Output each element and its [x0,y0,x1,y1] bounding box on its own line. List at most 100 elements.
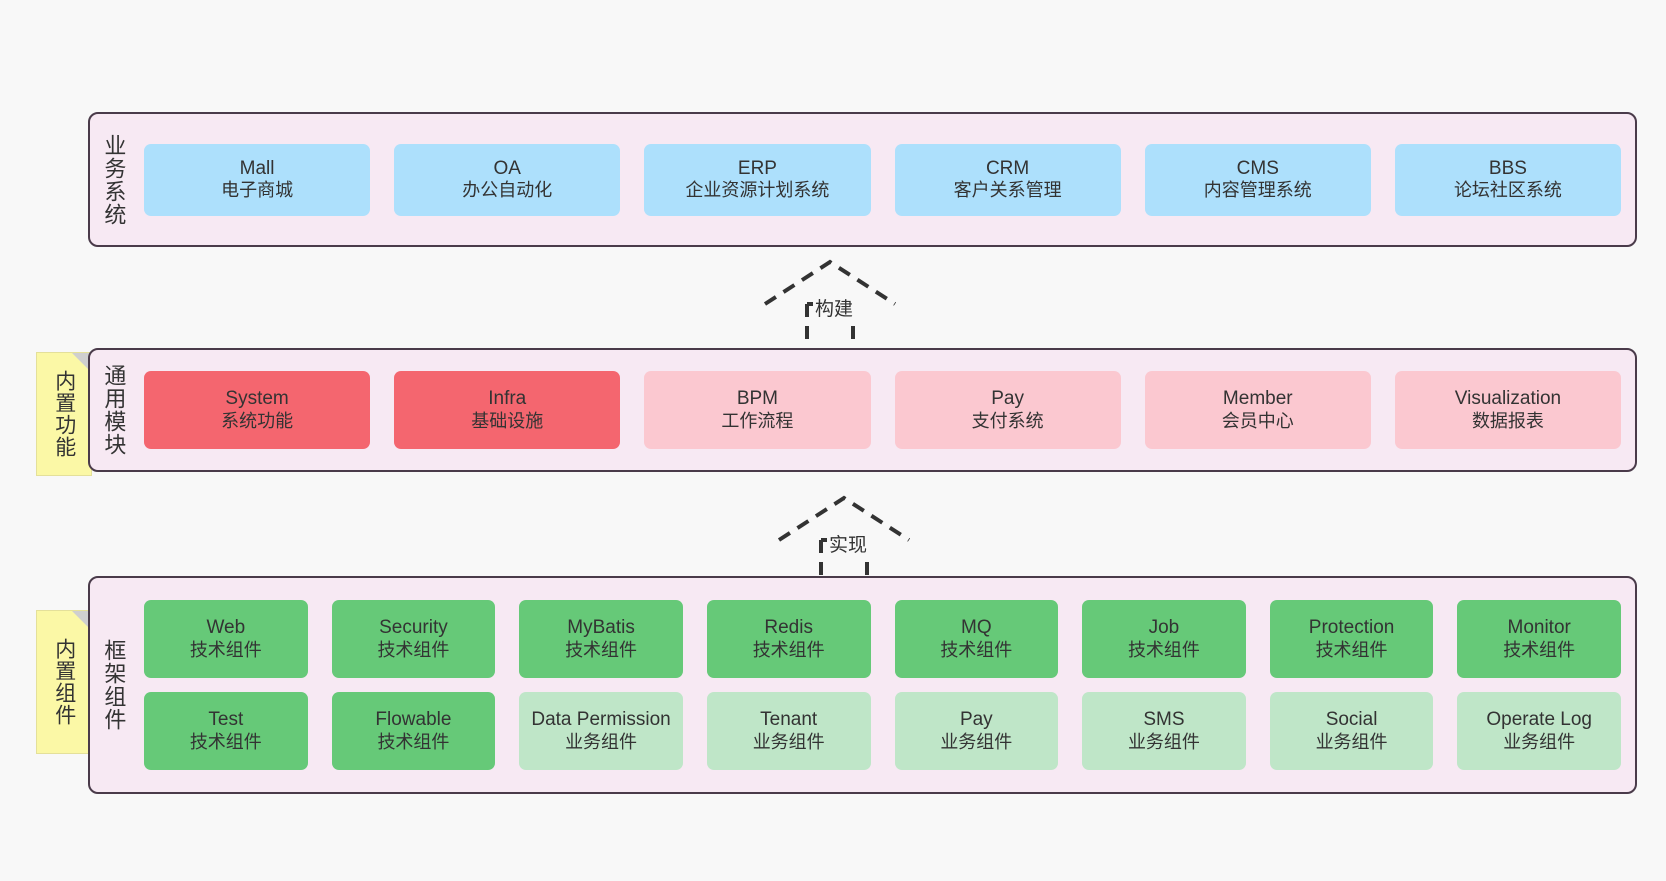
card-social[interactable]: Social 业务组件 [1269,692,1434,770]
card-system[interactable]: System 系统功能 [144,371,371,449]
card-bbs-name: BBS [1488,157,1527,179]
card-test[interactable]: Test 技术组件 [144,692,308,770]
card-protection[interactable]: Protection 技术组件 [1269,600,1434,678]
card-oa[interactable]: OA 办公自动化 [394,143,621,216]
card-infra-sub: 基础设施 [471,410,544,431]
card-redis-sub: 技术组件 [752,639,825,660]
card-bpm-sub: 工作流程 [721,410,794,431]
layer-business-system-body: Mall 电子商城 OA 办公自动化 ERP 企业资源计划系统 CRM 客户关系… [136,114,1635,245]
card-visualization-sub: 数据报表 [1471,410,1544,431]
card-cms-name: CMS [1236,157,1279,179]
card-data-permission[interactable]: Data Permission 业务组件 [519,692,683,770]
card-operate-log[interactable]: Operate Log 业务组件 [1457,692,1621,770]
card-oa-name: OA [493,157,521,179]
note-tab-builtin-function-label: 内置功能 [52,370,76,458]
layer-framework-component: 框架组件 Web 技术组件 Security 技术组件 MyBatis 技术组件… [88,576,1637,794]
card-redis[interactable]: Redis 技术组件 [706,600,871,678]
card-system-sub: 系统功能 [221,410,294,431]
card-operate-log-sub: 业务组件 [1503,731,1576,752]
card-bbs-sub: 论坛社区系统 [1453,180,1562,201]
card-pay-module[interactable]: Pay 支付系统 [894,371,1121,449]
layer-business-system: 业务系统 Mall 电子商城 OA 办公自动化 ERP 企业资源计划系统 CRM… [88,112,1637,247]
card-sms-name: SMS [1143,709,1185,731]
card-mybatis-name: MyBatis [567,617,635,639]
card-social-name: Social [1325,709,1378,731]
card-social-sub: 业务组件 [1315,731,1388,752]
card-job-sub: 技术组件 [1127,639,1200,660]
card-tenant-name: Tenant [760,709,818,731]
layer-framework-component-label: 框架组件 [101,639,127,731]
arrow-build: 构建 [755,256,905,348]
card-erp[interactable]: ERP 企业资源计划系统 [644,143,871,216]
card-monitor-name: Monitor [1507,617,1571,639]
card-mybatis-sub: 技术组件 [565,639,638,660]
layer-business-system-label: 业务系统 [101,133,127,226]
card-web-name: Web [206,617,246,639]
card-operate-log-name: Operate Log [1486,709,1592,731]
card-pay-component-name: Pay [959,709,993,731]
card-test-sub: 技术组件 [189,731,262,752]
card-web[interactable]: Web 技术组件 [144,600,308,678]
card-pay-module-name: Pay [991,388,1024,410]
layer-common-module: 通用模块 System 系统功能 Infra 基础设施 BPM 工作流程 Pay… [88,348,1637,472]
card-bpm[interactable]: BPM 工作流程 [644,371,871,449]
card-pay-component[interactable]: Pay 业务组件 [894,692,1059,770]
card-flowable-sub: 技术组件 [377,731,450,752]
card-mall[interactable]: Mall 电子商城 [144,143,371,216]
arrow-build-label: 构建 [813,294,856,321]
card-tenant-sub: 业务组件 [752,731,825,752]
arrow-implement: 实现 [769,492,919,584]
card-mall-sub: 电子商城 [221,180,294,201]
card-flowable-name: Flowable [375,709,452,731]
arrow-implement-label: 实现 [827,530,870,557]
card-protection-name: Protection [1308,617,1395,639]
card-member[interactable]: Member 会员中心 [1144,371,1371,449]
card-data-permission-name: Data Permission [531,709,671,731]
layer-common-module-body: System 系统功能 Infra 基础设施 BPM 工作流程 Pay 支付系统… [136,350,1635,470]
card-member-sub: 会员中心 [1221,410,1294,431]
card-cms[interactable]: CMS 内容管理系统 [1144,143,1371,216]
card-job-name: Job [1148,617,1180,639]
card-mq-name: MQ [961,617,992,639]
framework-tech-card-row: Web 技术组件 Security 技术组件 MyBatis 技术组件 Redi… [144,600,1621,678]
card-member-name: Member [1222,388,1293,410]
card-visualization-name: Visualization [1454,388,1562,410]
card-pay-component-sub: 业务组件 [940,731,1013,752]
card-monitor[interactable]: Monitor 技术组件 [1457,600,1621,678]
card-web-sub: 技术组件 [189,639,262,660]
card-sms-sub: 业务组件 [1127,731,1200,752]
card-infra[interactable]: Infra 基础设施 [394,371,621,449]
card-erp-name: ERP [737,157,777,179]
common-module-card-row: System 系统功能 Infra 基础设施 BPM 工作流程 Pay 支付系统… [144,371,1622,449]
card-erp-sub: 企业资源计划系统 [685,180,830,201]
card-security-name: Security [379,617,448,639]
card-system-name: System [225,388,289,410]
card-mq-sub: 技术组件 [940,639,1013,660]
card-test-name: Test [208,709,244,731]
card-flowable[interactable]: Flowable 技术组件 [331,692,496,770]
layer-common-module-label: 通用模块 [101,364,127,456]
card-visualization[interactable]: Visualization 数据报表 [1394,371,1622,449]
card-mybatis[interactable]: MyBatis 技术组件 [519,600,683,678]
card-pay-module-sub: 支付系统 [971,410,1044,431]
card-tenant[interactable]: Tenant 业务组件 [706,692,871,770]
card-sms[interactable]: SMS 业务组件 [1082,692,1246,770]
card-protection-sub: 技术组件 [1315,639,1388,660]
card-cms-sub: 内容管理系统 [1203,180,1312,201]
card-bpm-name: BPM [736,388,779,410]
business-system-card-row: Mall 电子商城 OA 办公自动化 ERP 企业资源计划系统 CRM 客户关系… [144,143,1622,216]
card-bbs[interactable]: BBS 论坛社区系统 [1394,143,1622,216]
card-job[interactable]: Job 技术组件 [1082,600,1246,678]
card-security[interactable]: Security 技术组件 [331,600,496,678]
card-infra-name: Infra [488,388,527,410]
note-tab-builtin-function: 内置功能 [36,352,92,476]
card-crm-sub: 客户关系管理 [953,180,1062,201]
card-monitor-sub: 技术组件 [1503,639,1576,660]
note-tab-builtin-component: 内置组件 [36,610,92,754]
card-redis-name: Redis [764,617,813,639]
card-crm[interactable]: CRM 客户关系管理 [894,143,1121,216]
framework-business-card-row: Test 技术组件 Flowable 技术组件 Data Permission … [144,692,1621,770]
card-data-permission-sub: 业务组件 [565,731,638,752]
card-mq[interactable]: MQ 技术组件 [894,600,1059,678]
